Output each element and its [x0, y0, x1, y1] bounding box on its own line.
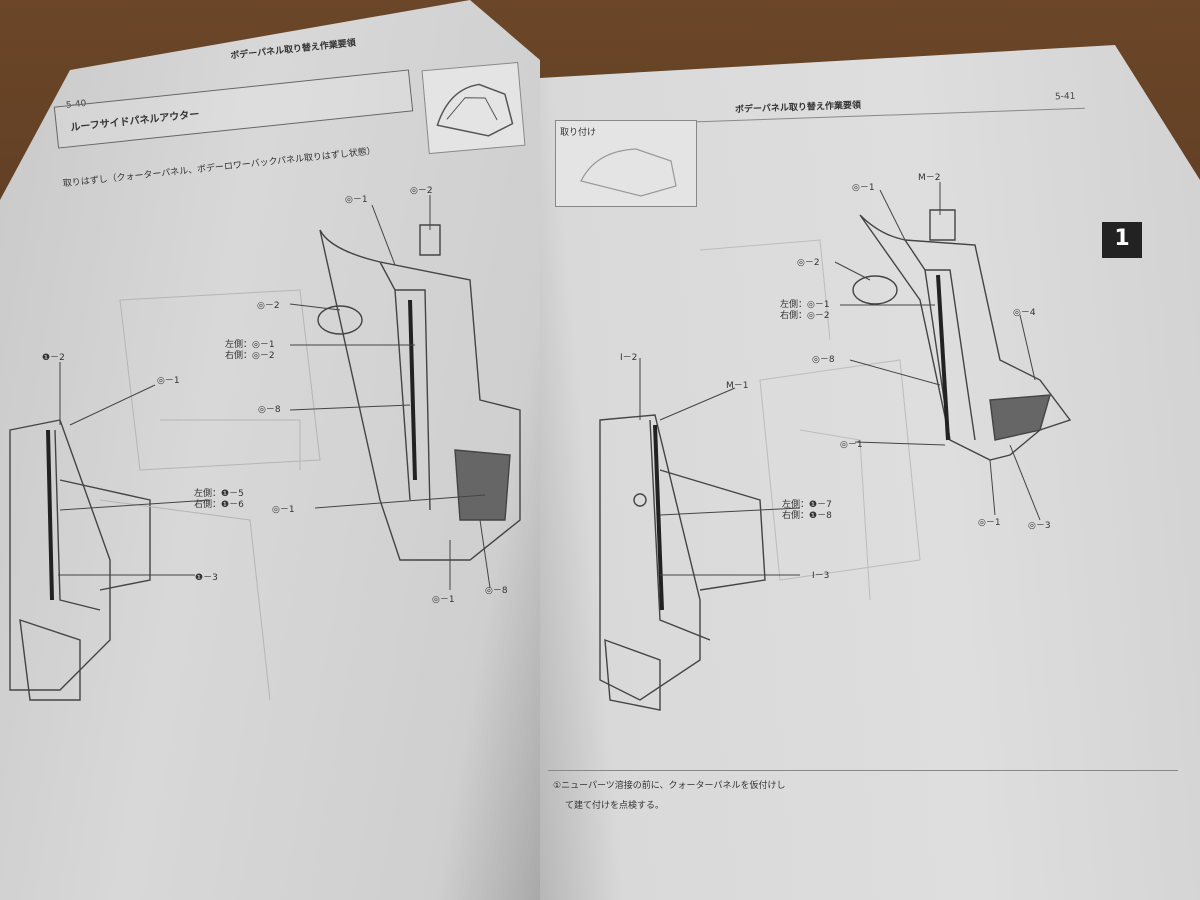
right-callout: ◎－1	[840, 440, 863, 450]
left-callout: ◎－1	[157, 376, 180, 386]
right-callout: ◎－2	[797, 258, 820, 268]
left-callout: 左側：◎－1	[225, 340, 275, 350]
left-callout: 左側：❶－5	[194, 489, 244, 499]
left-faint-background	[99, 289, 321, 701]
left-callout: ◎－8	[258, 405, 281, 415]
left-callout: 右側：❶－6	[194, 500, 244, 510]
right-faint-background	[699, 239, 921, 601]
right-callout: 右側：❶－8	[782, 511, 832, 521]
left-thumbnail	[421, 61, 526, 155]
car-thumbnail-icon	[436, 83, 514, 137]
left-callout: 右側：◎－2	[225, 351, 275, 361]
car-thumbnail-icon	[580, 148, 677, 197]
right-pillar-diagram	[852, 209, 1072, 461]
right-callout: I－2	[620, 353, 638, 363]
left-quarter-diagram	[9, 419, 151, 701]
left-callout: ◎－8	[485, 586, 508, 596]
right-callout: ◎－1	[852, 183, 875, 193]
left-callout: ◎－1	[432, 595, 455, 605]
right-note-line-2: て建て付けを点検する。	[565, 801, 665, 811]
right-callout: ◎－3	[1028, 521, 1051, 531]
left-callout: ◎－1	[272, 505, 295, 515]
right-callout: ◎－8	[812, 355, 835, 365]
right-callout: 左側：◎－1	[780, 300, 830, 310]
left-callout: ❶－2	[42, 353, 65, 363]
right-thumbnail: 取り付け	[555, 120, 697, 207]
right-callout: 左側：❶－7	[782, 500, 832, 510]
chapter-tab: 1	[1102, 222, 1142, 258]
right-callout: I－3	[812, 571, 830, 581]
left-pillar-diagram	[317, 224, 521, 561]
right-callout: 右側：◎－2	[780, 311, 830, 321]
right-callout: ◎－1	[978, 518, 1001, 528]
right-callout: M－2	[918, 173, 941, 183]
right-callout: ◎－4	[1013, 308, 1036, 318]
right-section-label: 取り付け	[560, 128, 597, 138]
right-note-rule	[548, 770, 1178, 771]
left-callout: ◎－1	[345, 195, 368, 205]
left-callout: ◎－2	[257, 301, 280, 311]
right-leader-lines	[639, 182, 1041, 576]
left-leader-lines	[58, 195, 491, 590]
left-callout: ❶－3	[195, 573, 218, 583]
right-callout: M－1	[726, 381, 749, 391]
right-quarter-diagram	[599, 414, 766, 711]
right-note-line-1: ①ニューパーツ溶接の前に、クォーターパネルを仮付けし	[553, 781, 786, 791]
left-callout: ◎－2	[410, 186, 433, 196]
